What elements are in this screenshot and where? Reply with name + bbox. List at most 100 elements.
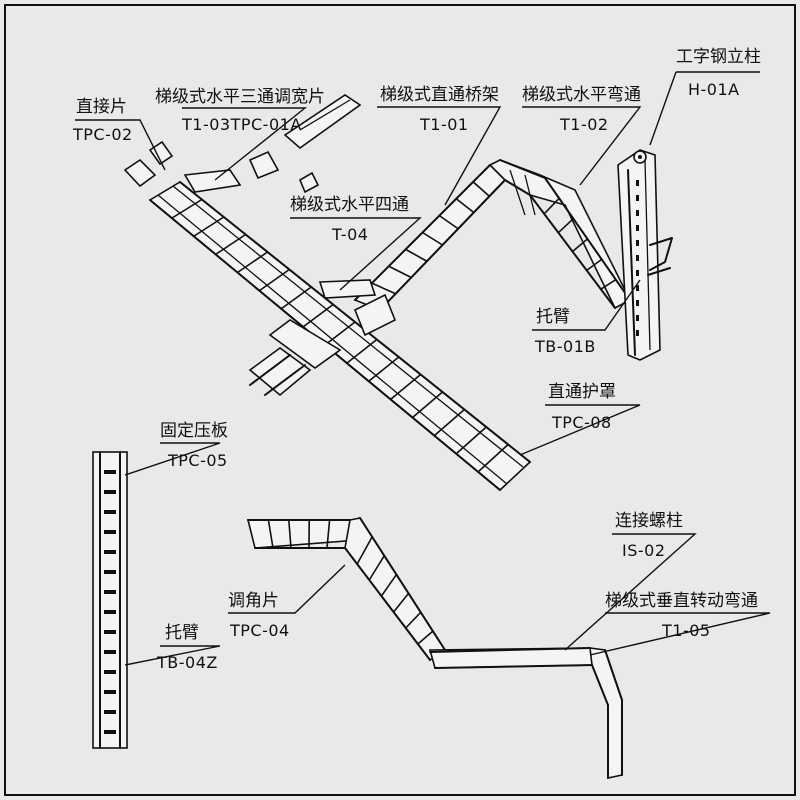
ladder-rung [368, 356, 400, 382]
straight-cover-name: 直通护罩 [548, 382, 616, 402]
ladder-rung [267, 519, 274, 549]
ladder-rung [237, 251, 268, 274]
horizontal-elbow-code: T1-02 [559, 115, 609, 134]
ladder-rung [422, 231, 443, 246]
straight-plate-code: TPC-02 [72, 125, 133, 144]
label-connecting-bolt: 连接螺柱 IS-02 [615, 511, 683, 560]
label-angle-plate: 调角片 TPC-04 [228, 591, 290, 640]
ladder-rung [600, 278, 617, 290]
clamp-slot [104, 730, 116, 734]
column-hole [636, 240, 639, 246]
column-hole [636, 315, 639, 321]
ladder-rung [326, 519, 331, 549]
column-hole [636, 270, 639, 276]
ladder-rung [411, 391, 444, 419]
clamp-slot [104, 530, 116, 534]
ladder-rung [288, 519, 292, 549]
straight-cover-code: TPC-08 [551, 413, 612, 432]
clamp-slot [104, 670, 116, 674]
angle-plate-name: 调角片 [228, 591, 279, 611]
ladder-rung [472, 181, 490, 197]
horizontal-elbow [488, 159, 632, 310]
connecting-bolt-code: IS-02 [622, 541, 666, 560]
clamp-slot [104, 690, 116, 694]
angle-plate-code: TPC-04 [229, 621, 290, 640]
straight-tray-code: T1-01 [419, 115, 469, 134]
ladder-rung [417, 630, 434, 645]
tee-adjust-plates [183, 94, 362, 194]
main-diagonal-ladder [148, 181, 532, 492]
h-steel-column [617, 149, 673, 361]
clamp-slot [104, 610, 116, 614]
ladder-rung [405, 248, 428, 262]
ladder-rung [302, 303, 334, 328]
label-fixed-clamp: 固定压板 TPC-05 [160, 421, 228, 470]
ladder-rung [433, 408, 465, 437]
horizontal-cross-name: 梯级式水平四通 [290, 195, 409, 215]
ladder-rung [405, 611, 422, 629]
straight-tray-name: 梯级式直通桥架 [380, 85, 499, 105]
ladder-rung [438, 214, 459, 230]
support-arm-bottom-name: 托臂 [165, 623, 199, 643]
ladder-rung [388, 265, 412, 279]
ladder-rung [324, 321, 356, 346]
column-hole [636, 300, 639, 306]
fixed-clamp-code: TPC-05 [167, 451, 228, 470]
horizontal-cross-code: T-04 [331, 225, 368, 244]
label-support-arm-bottom: 托臂 TB-04Z [156, 623, 218, 672]
column-hole [636, 195, 639, 201]
ladder-rung [371, 282, 396, 295]
clamp-slot [104, 550, 116, 554]
label-straight-plate: 直接片 TPC-02 [72, 97, 133, 144]
ladder-rung [258, 268, 290, 292]
ladder-rung [346, 338, 378, 364]
column-hole [636, 225, 639, 231]
label-straight-cover: 直通护罩 TPC-08 [548, 382, 616, 432]
clamp-slot [104, 470, 116, 474]
clamp-slot [104, 630, 116, 634]
ladder-rung [356, 536, 373, 565]
column-hole [636, 210, 639, 216]
tee-adjust-code: T1-03TPC-01A [181, 115, 302, 134]
label-h-steel-column: 工字钢立柱 H-01A [676, 47, 761, 99]
horizontal-cross [248, 279, 397, 397]
label-vertical-rotating-elbow: 梯级式垂直转动弯通 T1-05 [605, 591, 758, 640]
support-arm-top-code: TB-01B [534, 337, 596, 356]
outer-frame [4, 4, 796, 796]
ladder-rung [455, 426, 487, 455]
ladder-rung [171, 198, 203, 219]
ladder-rung [390, 373, 422, 400]
clamp-slot [104, 570, 116, 574]
column-hole [636, 255, 639, 261]
connecting-bolt-name: 连接螺柱 [615, 511, 683, 531]
horizontal-elbow-name: 梯级式水平弯通 [522, 85, 641, 105]
ladder-rung [557, 218, 574, 234]
lower-tray [246, 517, 623, 779]
clamp-slot [104, 490, 116, 494]
fixed-clamp-name: 固定压板 [160, 421, 228, 441]
ladder-rung [193, 216, 225, 237]
label-tee-adjust: 梯级式水平三通调宽片 T1-03TPC-01A [155, 87, 325, 134]
clamp-slot [104, 590, 116, 594]
ladder-rung [215, 233, 247, 256]
ladder-rung [392, 592, 410, 613]
column-hole [636, 180, 639, 186]
label-horizontal-cross: 梯级式水平四通 T-04 [290, 195, 409, 244]
ladder-rung [586, 258, 603, 271]
clamp-slot [104, 650, 116, 654]
support-arm-bottom-code: TB-04Z [156, 653, 218, 672]
column-hole [636, 285, 639, 291]
ladder-rung [280, 286, 312, 310]
ladder-rung [571, 238, 589, 253]
column-hole [636, 330, 639, 336]
support-arm-top-name: 托臂 [536, 307, 570, 327]
ladder-rung [477, 443, 509, 473]
label-support-arm-top: 托臂 TB-01B [534, 307, 596, 356]
fixed-clamp-column [92, 451, 128, 749]
label-horizontal-elbow: 梯级式水平弯通 T1-02 [522, 85, 641, 134]
h-steel-column-name: 工字钢立柱 [676, 47, 761, 67]
straight-plate-pieces [123, 140, 174, 188]
clamp-slot [104, 710, 116, 714]
